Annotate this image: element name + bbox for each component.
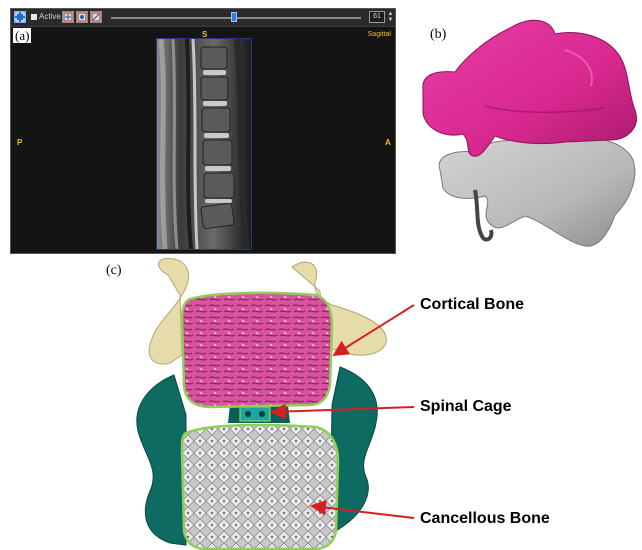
vertebra-cross-section-model: [110, 255, 410, 550]
callout-cancellous-bone: Cancellous Bone: [420, 510, 550, 528]
cancellous-bone-slice: [182, 425, 338, 549]
spin-down-icon[interactable]: ▼: [387, 17, 394, 23]
view-name: Sagittal: [368, 31, 391, 38]
viewer-toolbar: Active 61 ▲ ▼: [11, 9, 395, 27]
image-viewer: Active 61 ▲ ▼ (a) Sagittal S I P A: [10, 8, 396, 254]
tool-icon[interactable]: [62, 11, 74, 23]
tool-icon[interactable]: [90, 11, 102, 23]
callout-spinal-cage: Spinal Cage: [420, 398, 512, 416]
spinal-cage: [240, 407, 270, 421]
slice-number-field[interactable]: 61: [369, 11, 385, 23]
mri-sagittal-image[interactable]: [156, 38, 252, 250]
panel-a-label: (a): [13, 28, 31, 43]
lower-vertebra: [439, 137, 635, 246]
orientation-anterior: A: [385, 138, 391, 147]
slice-slider-thumb[interactable]: [231, 12, 237, 22]
tool-icon[interactable]: [76, 11, 88, 23]
callout-cortical-bone: Cortical Bone: [420, 296, 524, 314]
vertebra-pair-model: [415, 10, 640, 250]
upper-vertebra: [423, 20, 637, 156]
cortical-bone-slice: [182, 293, 332, 407]
active-label: Active: [39, 12, 61, 21]
active-checkbox[interactable]: [31, 14, 37, 20]
expand-icon[interactable]: [14, 11, 26, 23]
orientation-posterior: P: [17, 138, 22, 147]
